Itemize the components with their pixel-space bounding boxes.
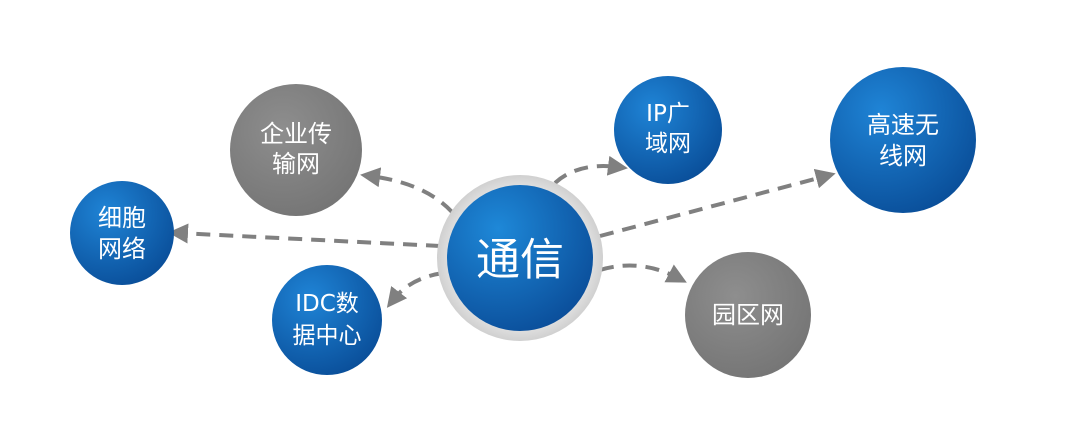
node-idc: IDC数 据中心: [272, 265, 382, 375]
center-node: 通信: [437, 175, 603, 341]
node-enterprise: 企业传 输网: [230, 84, 362, 216]
node-circle: [70, 181, 174, 285]
node-circle: [272, 265, 382, 375]
node-label-line-1: 高速无: [867, 111, 939, 139]
node-cell: 细胞 网络: [70, 181, 174, 285]
arrow-to-idc: [386, 271, 444, 308]
node-label-line-1: IP广: [646, 101, 690, 127]
center-label: 通信: [476, 235, 564, 286]
node-label-line-1: IDC数: [295, 291, 359, 317]
node-label-line-2: 域网: [645, 131, 691, 157]
node-circle: [685, 252, 811, 378]
node-label-line-1: 企业传: [260, 120, 332, 148]
arrow-to-ip-wan: [553, 155, 628, 185]
arrows: [168, 155, 836, 308]
arrow-to-campus: [599, 263, 687, 283]
node-label-line-1: 细胞: [98, 204, 146, 232]
arrow-to-enterprise: [360, 167, 454, 214]
node-label-line-2: 线网: [879, 142, 927, 170]
node-circle: [614, 76, 722, 184]
node-label-line-2: 网络: [98, 235, 146, 263]
node-label-line-2: 输网: [272, 150, 320, 178]
node-label-line-2: 据中心: [293, 323, 362, 349]
center-circle: [447, 185, 593, 331]
arrow-to-cell: [168, 223, 441, 248]
node-wireless: 高速无 线网: [830, 67, 976, 213]
node-ip-wan: IP广 域网: [614, 76, 722, 184]
arrow-to-wireless: [599, 168, 836, 238]
node-campus: 园区网: [685, 252, 811, 378]
node-circle: [830, 67, 976, 213]
node-circle: [230, 84, 362, 216]
node-label-line-1: 园区网: [712, 301, 784, 329]
